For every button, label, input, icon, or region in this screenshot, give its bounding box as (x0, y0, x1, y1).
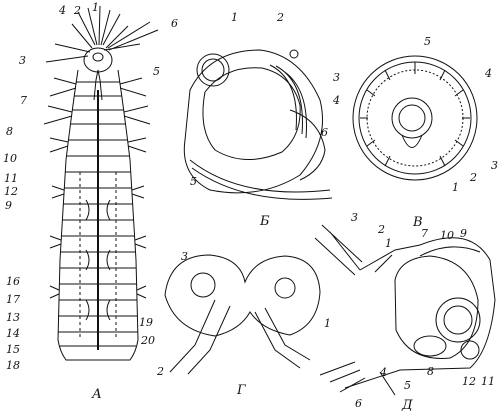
panel-d-title: Д (402, 398, 413, 413)
panel-b-label-4: 4 (333, 94, 340, 107)
panel-g-label-1: 1 (324, 317, 331, 330)
panel-v-title: В (413, 215, 423, 230)
panel-d-label-2: 2 (378, 223, 385, 236)
panel-d-label-12: 12 (462, 375, 476, 388)
panel-a-label-6: 6 (171, 17, 178, 30)
panel-g-label-3: 3 (181, 250, 188, 263)
panel-d-label-9: 9 (460, 227, 467, 240)
panel-d-label-4: 4 (380, 366, 387, 379)
panel-d-label-7: 7 (421, 227, 428, 240)
panel-d-label-1: 1 (385, 237, 392, 250)
panel-g-section-drawing (164, 254, 321, 375)
panel-a-label-14: 14 (6, 327, 20, 340)
panel-a-label-8: 8 (6, 125, 13, 138)
panel-a-label-5: 5 (153, 65, 160, 78)
panel-b-label-5: 5 (190, 175, 197, 188)
panel-b-label-2: 2 (277, 11, 284, 24)
panel-a-label-20: 20 (141, 334, 155, 347)
panel-b-section-drawing (183, 49, 333, 200)
panel-d-section-drawing (314, 224, 496, 396)
panel-a-label-7: 7 (20, 94, 27, 107)
panel-b-label-6: 6 (321, 126, 328, 139)
panel-d-label-5: 5 (404, 379, 411, 392)
panel-a-title: А (92, 387, 102, 402)
panel-d-label-11: 11 (481, 375, 495, 388)
panel-d-label-8: 8 (427, 365, 434, 378)
panel-d-label-6: 6 (355, 397, 362, 410)
panel-a-worm-drawing (43, 5, 159, 361)
panel-v-label-5: 5 (424, 35, 431, 48)
panel-v-label-4: 4 (485, 67, 492, 80)
panel-a-label-18: 18 (6, 359, 20, 372)
panel-a-label-13: 13 (6, 311, 20, 324)
panel-d-label-10: 10 (440, 229, 454, 242)
panel-v-section-drawing (352, 55, 478, 181)
panel-g-label-2: 2 (157, 365, 164, 378)
panel-a-label-2: 2 (74, 4, 81, 17)
panel-a-label-1: 1 (92, 1, 99, 14)
panel-a-label-4: 4 (59, 4, 66, 17)
panel-v-label-1: 1 (452, 181, 459, 194)
panel-a-label-11: 11 (4, 172, 18, 185)
panel-b-label-1: 1 (231, 11, 238, 24)
panel-b-title: Б (260, 214, 270, 229)
panel-a-label-16: 16 (6, 275, 20, 288)
panel-v-label-3: 3 (491, 159, 498, 172)
panel-a-label-12: 12 (4, 185, 18, 198)
panel-a-label-15: 15 (6, 343, 20, 356)
panel-a-label-19: 19 (139, 316, 153, 329)
panel-g-title: Г (237, 383, 246, 398)
panel-a-label-10: 10 (3, 152, 17, 165)
panel-a-label-9: 9 (5, 199, 12, 212)
panel-b-label-3: 3 (333, 71, 340, 84)
panel-v-label-2: 2 (470, 171, 477, 184)
panel-a-label-17: 17 (6, 293, 20, 306)
panel-a-label-3: 3 (19, 54, 26, 67)
panel-d-label-3: 3 (351, 211, 358, 224)
